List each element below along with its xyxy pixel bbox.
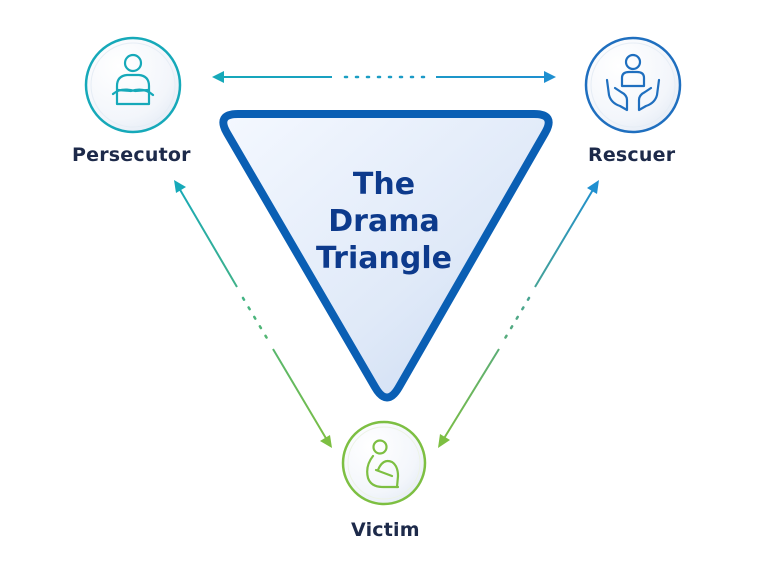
connector-persecutor-rescuer <box>212 71 556 83</box>
connector-rescuer-victim <box>438 180 599 448</box>
victim-label: Victim <box>351 519 420 541</box>
helping-hands-person-icon <box>605 53 661 112</box>
arrowhead-down-icon <box>320 435 332 448</box>
persecutor-node <box>84 36 182 134</box>
arrowhead-right-icon <box>544 71 556 83</box>
persecutor-label: Persecutor <box>72 144 191 166</box>
arrowhead-left-icon <box>212 71 224 83</box>
rescuer-label: Rescuer <box>588 144 676 166</box>
title-line-1: The <box>352 167 416 202</box>
title-line-2: Drama <box>328 204 440 239</box>
arrowhead-up-left-icon <box>174 180 186 193</box>
rescuer-node <box>584 36 682 134</box>
victim-node <box>341 420 427 506</box>
arrowhead-down-icon <box>438 434 450 448</box>
arrowhead-up-right-icon <box>587 180 599 194</box>
huddled-person-icon <box>366 439 400 489</box>
diagram-title: The Drama Triangle <box>284 166 484 277</box>
drama-triangle-shape <box>219 110 553 402</box>
connector-persecutor-victim <box>174 180 332 448</box>
title-line-3: Triangle <box>316 241 452 276</box>
arms-crossed-person-icon <box>111 53 155 106</box>
